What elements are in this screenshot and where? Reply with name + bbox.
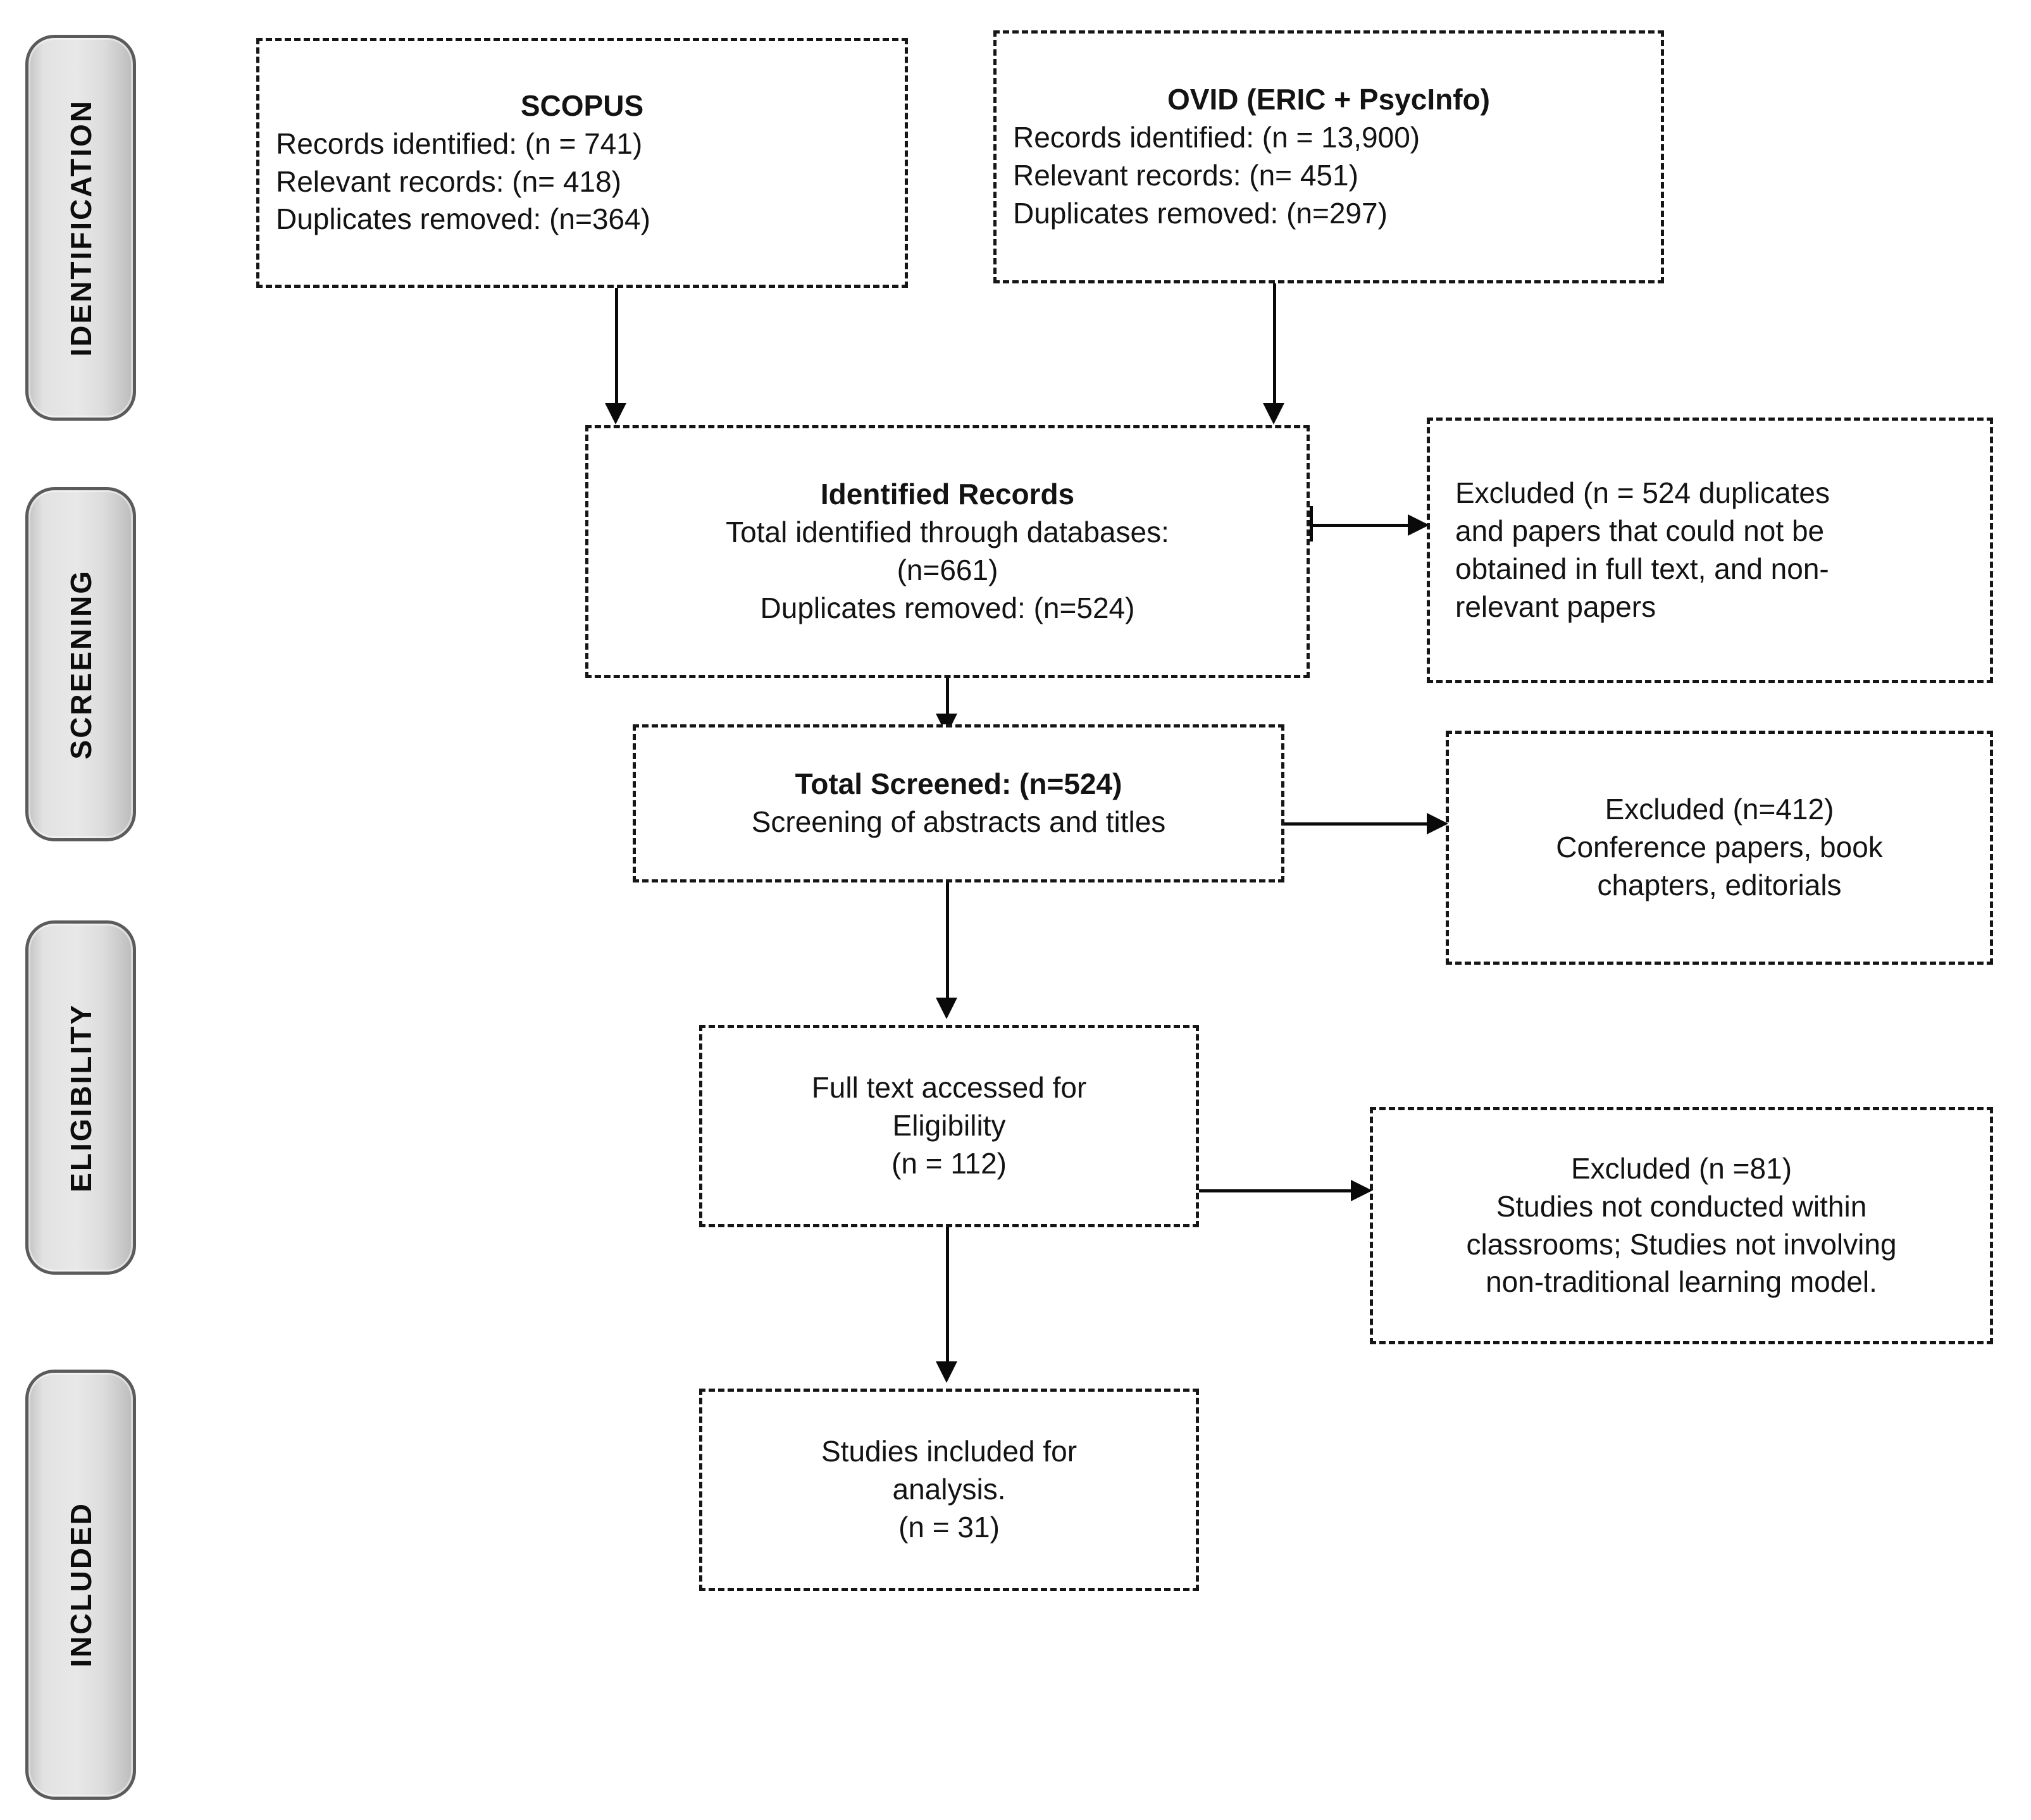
full-text-line-3: (n = 112) [891,1146,1007,1180]
connector-identified-to-screened [946,678,949,721]
excluded-classroom-line-4: non-traditional learning model. [1486,1265,1877,1299]
excluded-classroom-line-3: classrooms; Studies not involving [1466,1227,1897,1261]
studies-included-line-3: (n = 31) [898,1510,1000,1544]
full-text-line-2: Eligibility [892,1109,1006,1142]
arrowhead-screened-to-excluded [1427,813,1448,834]
box-studies-included: Studies included for analysis. (n = 31) [699,1389,1199,1591]
arrowhead-screened-to-fulltext [936,998,957,1019]
arrowhead-identified-to-excluded [1408,514,1429,536]
scopus-line-3: Duplicates removed: (n=364) [276,202,650,236]
total-screened-line-1: Screening of abstracts and titles [751,805,1166,838]
stage-pill-screening: SCREENING [25,487,136,841]
identified-records-title: Identified Records [820,478,1075,511]
ovid-line-3: Duplicates removed: (n=297) [1013,196,1388,230]
identified-records-line-2: (n=661) [897,554,998,586]
studies-included-line-1: Studies included for [821,1435,1078,1468]
connector-scopus-to-identified [615,288,618,403]
box-excluded-duplicates: Excluded (n = 524 duplicates and papers … [1427,418,1993,683]
excluded-classroom-line-1: Excluded (n =81) [1570,1151,1792,1185]
connector-identified-to-excluded-stub [1310,506,1313,542]
box-total-screened: Total Screened: (n=524) Screening of abs… [633,724,1284,882]
arrowhead-fulltext-to-included [936,1361,957,1383]
arrowhead-ovid-to-identified [1263,403,1284,424]
box-full-text: Full text accessed for Eligibility (n = … [699,1025,1199,1227]
connector-fulltext-to-excluded [1199,1189,1351,1192]
total-screened-title: Total Screened: (n=524) [795,767,1122,801]
scopus-title: SCOPUS [520,89,644,122]
excluded-duplicates-line-1: Excluded (n = 524 duplicates [1455,476,1830,510]
studies-included-line-2: analysis. [892,1473,1006,1506]
box-excluded-classroom: Excluded (n =81) Studies not conducted w… [1370,1107,1993,1344]
connector-screened-to-fulltext [946,882,949,998]
excluded-conference-line-3: chapters, editorials [1597,868,1842,901]
excluded-duplicates-line-3: obtained in full text, and non- [1455,552,1829,585]
identified-records-line-1: Total identified through databases: [726,516,1169,549]
excluded-conference-line-1: Excluded (n=412) [1605,793,1834,826]
ovid-title: OVID (ERIC + PsycInfo) [1167,83,1490,116]
arrowhead-fulltext-to-excluded [1351,1180,1372,1201]
stage-label-eligibility: ELIGIBILITY [64,1003,97,1192]
stage-pill-included: INCLUDED [25,1370,136,1800]
scopus-line-2: Relevant records: (n= 418) [276,164,621,198]
box-identified-records: Identified Records Total identified thro… [585,425,1310,678]
connector-ovid-to-identified [1273,283,1276,403]
box-scopus: SCOPUS Records identified: (n = 741) Rel… [256,38,908,288]
scopus-line-1: Records identified: (n = 741) [276,127,643,160]
excluded-classroom-line-2: Studies not conducted within [1496,1189,1867,1223]
identified-records-line-3: Duplicates removed: (n=524) [760,591,1135,624]
box-ovid: OVID (ERIC + PsycInfo) Records identifie… [993,30,1664,283]
arrowhead-scopus-to-identified [605,403,626,424]
stage-pill-identification: IDENTIFICATION [25,35,136,421]
excluded-duplicates-line-4: relevant papers [1455,590,1656,623]
box-excluded-conference: Excluded (n=412) Conference papers, book… [1446,731,1993,965]
stage-label-identification: IDENTIFICATION [64,99,97,357]
stage-label-included: INCLUDED [64,1502,97,1668]
ovid-line-2: Relevant records: (n= 451) [1013,159,1358,192]
ovid-line-1: Records identified: (n = 13,900) [1013,121,1420,154]
full-text-line-1: Full text accessed for [811,1071,1087,1105]
excluded-conference-line-2: Conference papers, book [1556,831,1883,864]
stage-label-screening: SCREENING [64,569,97,760]
connector-identified-to-excluded [1310,524,1408,527]
excluded-duplicates-line-2: and papers that could not be [1455,514,1825,548]
stage-pill-eligibility: ELIGIBILITY [25,920,136,1275]
connector-screened-to-excluded [1284,822,1427,826]
connector-fulltext-to-included [946,1227,949,1361]
